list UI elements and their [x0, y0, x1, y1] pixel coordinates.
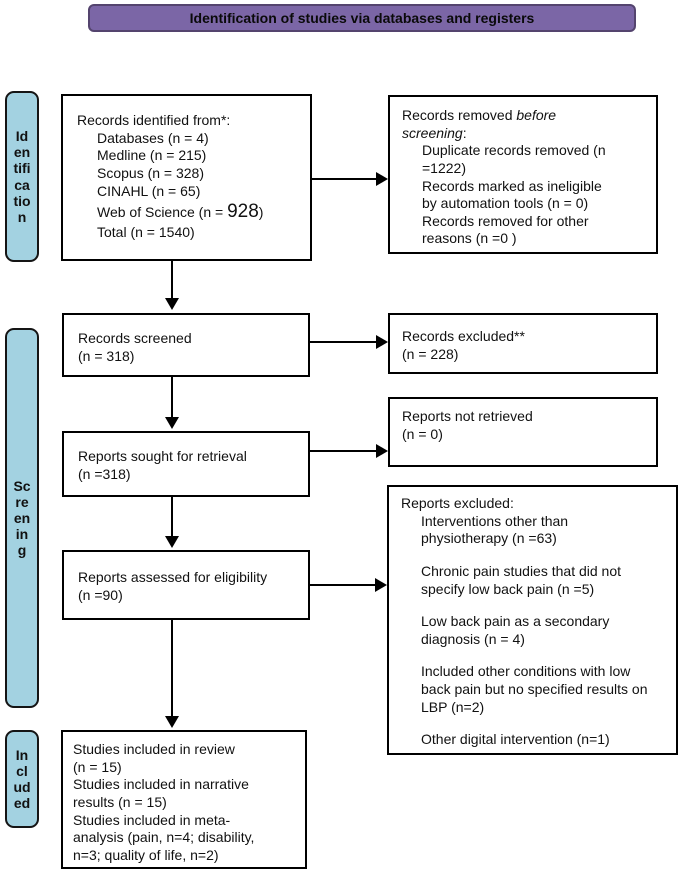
- stage-label-included: In cl ud ed: [5, 730, 39, 828]
- item-automation-ineligible: Records marked as ineligible by automati…: [422, 177, 602, 212]
- item-included-narrative: Studies included in narrative results (n…: [73, 776, 249, 810]
- wos-suffix: ): [258, 204, 264, 221]
- arrow-screened-to-excluded: [310, 335, 388, 349]
- records-identified-title: Records identified from*:: [77, 112, 231, 128]
- box-reports-not-retrieved: Reports not retrieved (n = 0): [388, 397, 658, 467]
- arrow-identified-to-screened: [165, 261, 179, 310]
- item-medline: Medline (n = 215): [97, 147, 207, 164]
- stage-label-identification-text: Id en tifi ca tio n: [13, 128, 31, 225]
- box-reports-sought: Reports sought for retrieval (n =318): [62, 431, 310, 497]
- item-other-interventions: Interventions other than physiotherapy (…: [421, 512, 569, 547]
- stage-label-screening-text: Sc re en in g: [13, 477, 31, 559]
- item-duplicates-removed: Duplicate records removed (n =1222): [422, 142, 606, 176]
- item-databases: Databases (n = 4): [97, 129, 209, 146]
- stage-label-identification: Id en tifi ca tio n: [5, 91, 39, 262]
- item-scopus: Scopus (n = 328): [97, 164, 205, 181]
- records-removed-title: Records removed before screening:: [402, 107, 650, 142]
- banner-identification-of-studies: Identification of studies via databases …: [88, 4, 636, 32]
- records-removed-title-pre: Records removed: [402, 107, 517, 123]
- wos-prefix: Web of Science (n =: [97, 204, 228, 221]
- box-reports-excluded: Reports excluded: Interventions other th…: [387, 485, 678, 755]
- item-cinahl: CINAHL (n = 65): [97, 182, 201, 199]
- stage-label-screening: Sc re en in g: [5, 328, 39, 708]
- banner-title: Identification of studies via databases …: [189, 10, 535, 26]
- arrow-assessed-to-reports-excluded: [310, 578, 387, 592]
- arrow-assessed-to-included: [165, 620, 179, 728]
- arrow-screened-to-sought: [165, 377, 179, 429]
- item-chronic-pain: Chronic pain studies that did not specif…: [421, 562, 622, 597]
- arrow-sought-to-not-retrieved: [310, 444, 388, 458]
- item-other-digital: Other digital intervention (n=1): [421, 731, 610, 748]
- box-records-screened: Records screened (n = 318): [62, 313, 310, 377]
- box-records-removed: Records removed before screening: Duplic…: [388, 95, 658, 254]
- item-web-of-science: Web of Science (n = 928): [97, 200, 304, 224]
- box-studies-included: Studies included in review (n = 15) Stud…: [61, 730, 307, 869]
- stage-label-included-text: In cl ud ed: [13, 746, 31, 812]
- reports-excluded-items: Interventions other than physiotherapy (…: [401, 513, 672, 749]
- records-removed-title-post: :: [462, 124, 467, 141]
- box-reports-assessed: Reports assessed for eligibility (n =90): [62, 550, 310, 620]
- box-records-excluded: Records excluded** (n = 228): [388, 313, 658, 374]
- item-included-meta-analysis: Studies included in meta- analysis (pain…: [73, 811, 255, 863]
- records-removed-items: Duplicate records removed (n =1222) Reco…: [402, 142, 650, 248]
- records-removed-title-italic: before screening: [402, 107, 557, 141]
- item-secondary-diagnosis: Low back pain as a secondary diagnosis (…: [421, 613, 610, 647]
- reports-excluded-title: Reports excluded:: [401, 495, 514, 511]
- item-other-reasons: Records removed for other reasons (n =0 …: [422, 212, 589, 247]
- box-records-identified: Records identified from*: Databases (n =…: [61, 94, 312, 261]
- item-included-review: Studies included in review (n = 15): [73, 741, 235, 775]
- item-other-conditions: Included other conditions with low back …: [421, 663, 648, 715]
- records-identified-items: Databases (n = 4) Medline (n = 215) Scop…: [77, 130, 304, 242]
- wos-number: 928: [227, 201, 259, 223]
- arrow-identified-to-removed: [312, 172, 388, 186]
- item-total: Total (n = 1540): [97, 224, 195, 241]
- arrow-sought-to-assessed: [165, 497, 179, 548]
